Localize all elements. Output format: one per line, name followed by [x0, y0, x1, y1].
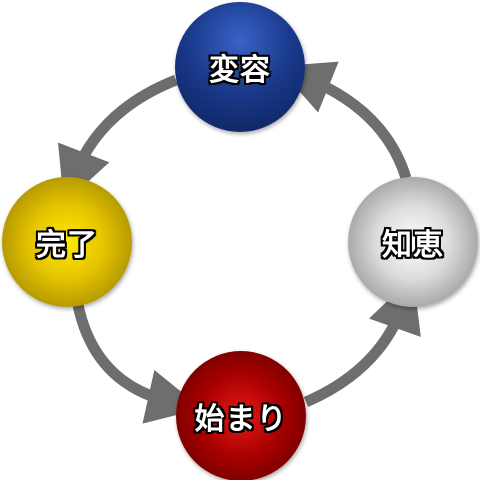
- arrow-wisdom-to-change: [277, 61, 412, 180]
- node-complete-label: 完了: [36, 228, 98, 263]
- node-change: 変容: [175, 2, 305, 132]
- node-wisdom-label: 知恵: [382, 228, 444, 263]
- node-start: 始まり: [176, 351, 306, 480]
- node-start-label: 始まり: [194, 402, 288, 437]
- arrow-start-to-wisdom: [303, 275, 421, 408]
- node-complete: 完了: [2, 177, 132, 307]
- arrow-change-to-complete: [58, 74, 179, 204]
- arrow-complete-to-start: [72, 303, 203, 424]
- node-wisdom: 知恵: [348, 177, 478, 307]
- node-change-label: 変容: [209, 53, 271, 88]
